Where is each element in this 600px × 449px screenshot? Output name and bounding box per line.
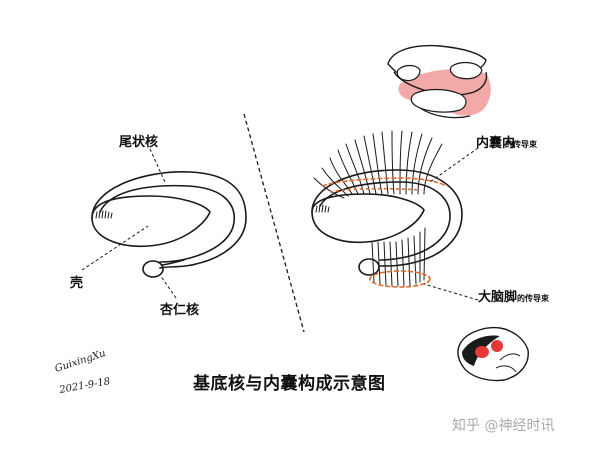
caudate-head-texture-right: [315, 204, 330, 213]
inset-left-lobe: [396, 64, 421, 82]
watermark: 知乎 @神经时讯: [452, 417, 554, 434]
label-internal-capsule-sub: 的传导束: [505, 139, 538, 149]
label-cerebral-peduncle-sub: 的传导束: [517, 293, 550, 303]
inset-right-lobe: [449, 61, 483, 80]
left-basal-ganglia-drawing: [91, 171, 247, 278]
right-leader-lines: [423, 147, 479, 301]
tract-rings: [321, 177, 447, 288]
leader-amygdala: [159, 274, 177, 299]
label-caudate: 尾状核: [119, 134, 158, 150]
inset-cerebral-peduncle: [457, 326, 529, 382]
putamen-contour-right: [311, 193, 425, 244]
left-leader-lines: [81, 148, 177, 299]
diagram-title: 基底核与内囊构成示意图: [192, 373, 386, 394]
amygdala-contour: [142, 260, 164, 278]
leader-cerebral-peduncle: [423, 283, 479, 301]
midbrain-inner-lines: [495, 353, 521, 373]
caudate-inner-contour-right: [319, 181, 451, 261]
caudate-outer-contour: [91, 171, 247, 269]
label-amygdala: 杏仁核: [160, 302, 199, 318]
internal-capsule-ring-back: [329, 187, 421, 193]
cerebral-peduncle-ring: [369, 270, 431, 288]
inset-internal-capsule: [387, 44, 491, 119]
label-putamen: 壳: [69, 275, 83, 291]
signature-name: GuixingXu: [54, 348, 108, 375]
amygdala-contour-right: [358, 258, 380, 276]
inset-bottom-contour: [419, 107, 471, 119]
putamen-contour: [91, 195, 211, 248]
label-cerebral-peduncle-main: 大脑脚: [478, 289, 517, 305]
amygdala-stalk: [161, 259, 185, 266]
center-divider: [243, 113, 305, 333]
leader-internal-capsule: [429, 147, 479, 183]
descending-fibers: [371, 227, 426, 287]
corona-radiata-fibers: [313, 130, 443, 199]
peduncle-left-red: [475, 346, 489, 358]
inset-inner-lens: [410, 88, 467, 113]
leader-putamen: [81, 225, 149, 271]
internal-capsule-ring: [321, 177, 447, 187]
label-internal-capsule-main: 内囊内: [476, 135, 515, 151]
caudate-head-texture: [95, 210, 113, 219]
signature-date: 2021-9-18: [58, 376, 111, 396]
right-basal-ganglia-drawing: [311, 130, 463, 287]
peduncle-right-red: [491, 340, 503, 352]
leader-caudate: [149, 148, 166, 183]
